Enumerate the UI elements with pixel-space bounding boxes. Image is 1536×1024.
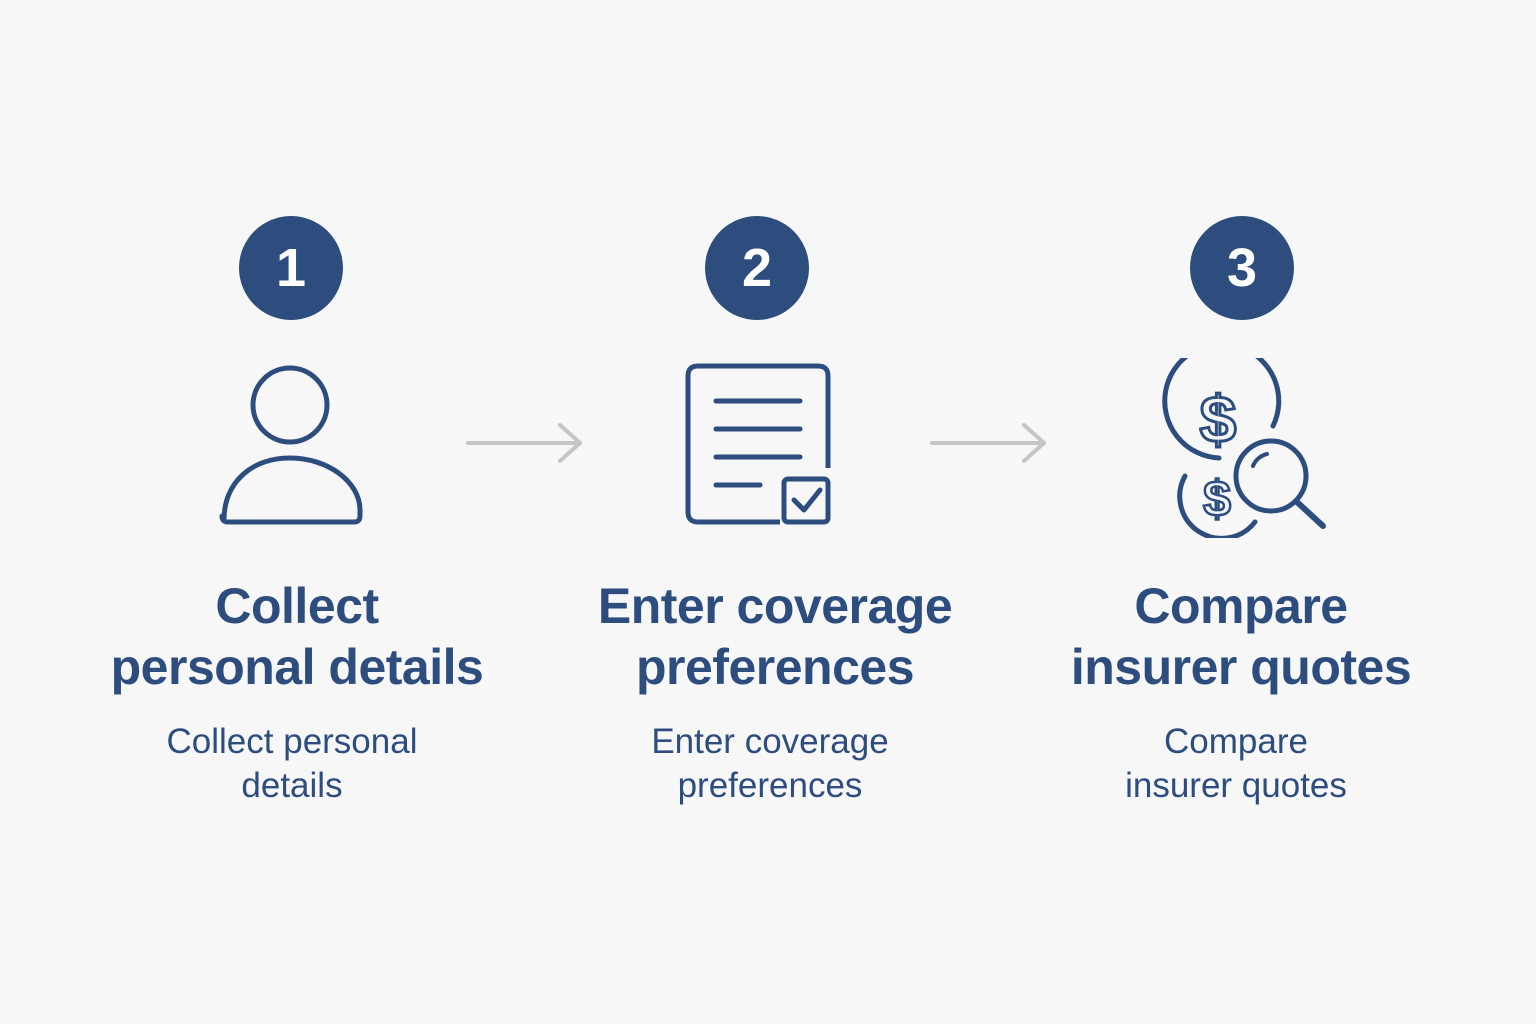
arrow-right-icon — [930, 423, 1050, 468]
arrow-right-icon — [466, 423, 586, 468]
step-title: Compare insurer quotes — [996, 576, 1486, 698]
step-description-line: Collect personal — [166, 722, 418, 761]
step-description-line: details — [241, 766, 343, 805]
step-description: Compare insurer quotes — [996, 720, 1476, 808]
step-title-line: preferences — [636, 639, 915, 695]
step-number-badge: 3 — [1190, 216, 1294, 320]
step-description-line: preferences — [677, 766, 863, 805]
step-description-line: Enter coverage — [651, 722, 889, 761]
step-title-line: Compare — [1134, 578, 1348, 634]
step-description: Enter coverage preferences — [530, 720, 1010, 808]
dollar-search-icon: $ $ — [1157, 341, 1337, 543]
step-3: 3 $ $ Compare insurer quotes Compare ins… — [1002, 0, 1482, 1024]
step-description-line: Compare — [1164, 722, 1308, 761]
step-title-line: personal details — [110, 639, 484, 695]
step-number-badge: 1 — [239, 216, 343, 320]
step-title-line: Collect — [215, 578, 379, 634]
step-title: Collect personal details — [52, 576, 542, 698]
step-number-badge: 2 — [705, 216, 809, 320]
step-2: 2 Enter coverage preferences Enter cover… — [530, 0, 1010, 1024]
document-check-icon — [680, 358, 840, 539]
svg-text:$: $ — [1203, 471, 1231, 527]
step-description: Collect personal details — [52, 720, 532, 808]
step-1: 1 Collect personal details Collect perso… — [52, 0, 532, 1024]
user-icon — [212, 358, 372, 539]
step-title: Enter coverage preferences — [530, 576, 1020, 698]
step-description-line: insurer quotes — [1125, 766, 1347, 805]
step-title-line: Enter coverage — [597, 578, 953, 634]
svg-text:$: $ — [1200, 382, 1237, 456]
step-title-line: insurer quotes — [1070, 639, 1412, 695]
